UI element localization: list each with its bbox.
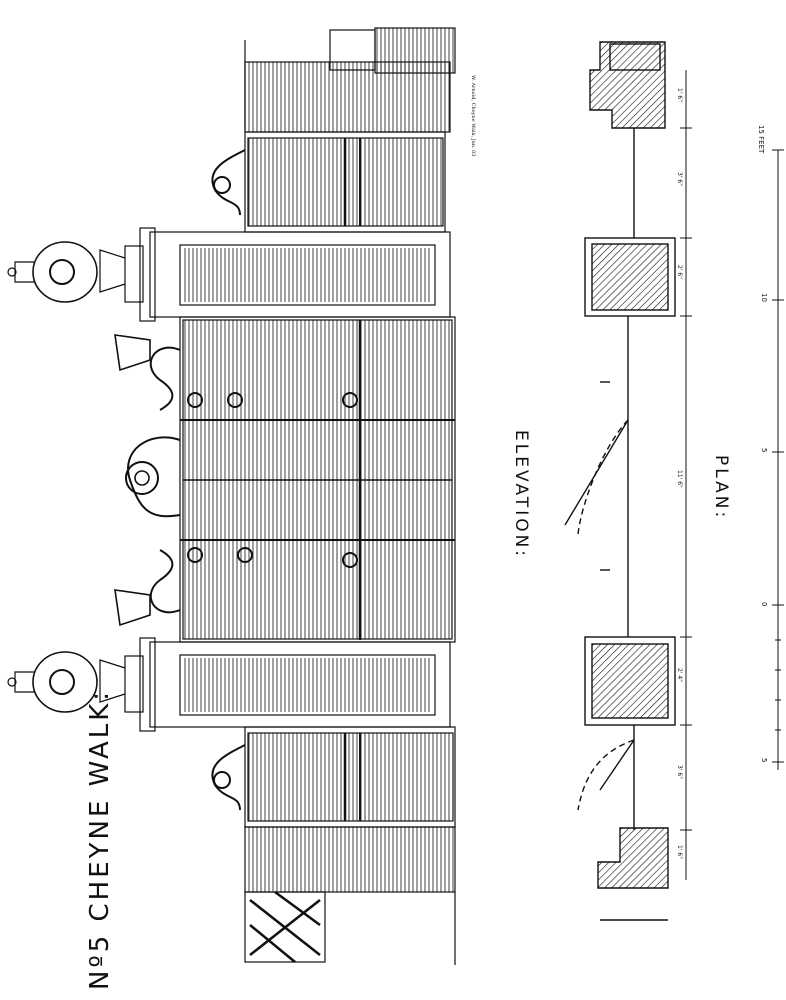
plan-label: PLAN: bbox=[711, 455, 731, 520]
dimension-label: 1' 6" bbox=[676, 845, 683, 859]
top-wall-section bbox=[244, 27, 456, 133]
elevation-view bbox=[7, 27, 456, 965]
dimension-label: 1' 6" bbox=[676, 88, 683, 102]
dimension-label: 2' 6" bbox=[676, 265, 683, 279]
elevation-label: ELEVATION: bbox=[511, 430, 531, 559]
dimension-label: 2' 4" bbox=[676, 668, 683, 682]
upper-gate-pier bbox=[7, 227, 451, 322]
bottom-wall-section bbox=[244, 826, 456, 965]
scale-bar bbox=[772, 149, 784, 770]
plan-view bbox=[564, 41, 676, 921]
lower-gate-pier bbox=[7, 637, 451, 732]
dimension-label: 3' 6" bbox=[676, 765, 683, 779]
scale-tick-0: 0 bbox=[760, 602, 768, 606]
scale-tick-10: 10 bbox=[760, 293, 768, 302]
scale-unit-label: 15 FEET bbox=[757, 125, 765, 154]
main-gates bbox=[114, 316, 456, 643]
signature: W. Arnold, Cheyne Walk, Jan. 03 bbox=[470, 75, 476, 157]
scale-tick-5-neg: 5 bbox=[760, 758, 768, 762]
drawing-title: Nº5 CHEYNE WALK: bbox=[85, 689, 115, 990]
lower-side-railing bbox=[211, 726, 456, 828]
upper-side-railing bbox=[211, 131, 446, 233]
dimension-label: 3' 6" bbox=[676, 172, 683, 186]
dimension-labels: 1' 6" 3' 6" 2' 6" 11' 6" 2' 4" 3' 6" 1' … bbox=[676, 88, 683, 859]
scale-tick-5: 5 bbox=[760, 448, 768, 452]
dimension-label: 11' 6" bbox=[676, 470, 683, 488]
plan-dimension-line bbox=[680, 70, 692, 880]
